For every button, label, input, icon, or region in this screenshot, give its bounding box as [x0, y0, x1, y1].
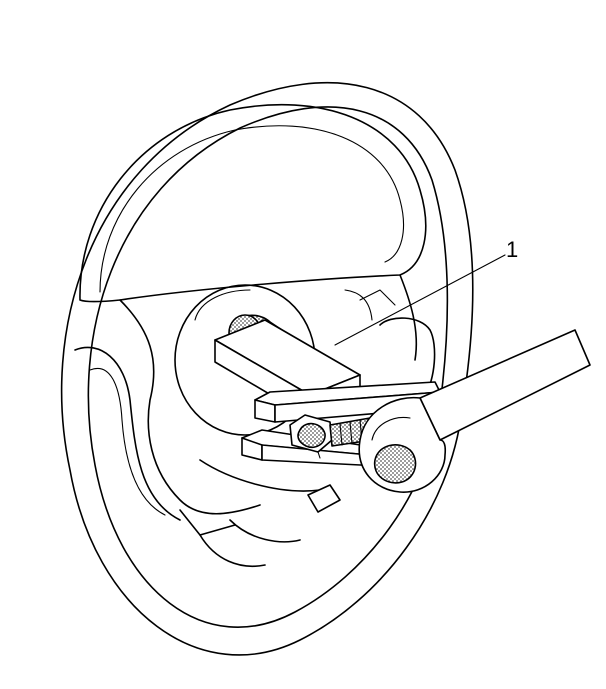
steering-wheel-rim — [60, 81, 474, 656]
steering-wheel-hub — [74, 274, 436, 567]
wrench — [358, 329, 591, 493]
puller-nut — [289, 414, 333, 459]
callout-1-label: 1 — [506, 237, 518, 262]
hub-tab — [307, 484, 341, 513]
puller-lower-arm — [241, 429, 381, 467]
callout-1-leader — [334, 254, 506, 346]
wrench-socket — [373, 444, 417, 484]
callout-1: 1 — [334, 237, 518, 346]
